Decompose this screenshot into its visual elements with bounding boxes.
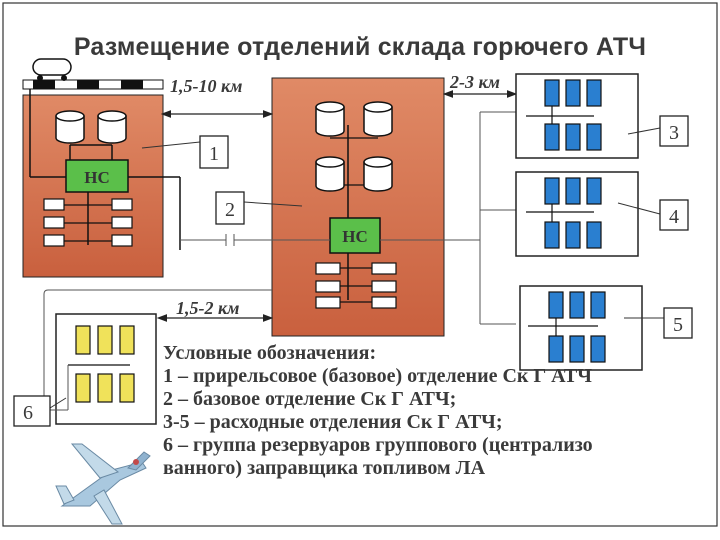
callout-label-3: 3	[669, 122, 679, 144]
callout-2: 2	[215, 191, 303, 225]
legend-item: 2 – базовое отделение Ск Г АТЧ;	[163, 388, 457, 410]
depot-5	[519, 285, 643, 371]
fuel-tank-icon	[97, 110, 127, 144]
legend-item: 3-5 – расходные отделения Ск Г АТЧ;	[163, 411, 503, 433]
refueler-group-6	[48, 313, 157, 425]
depot-3	[515, 73, 639, 159]
callout-4: 4	[617, 199, 689, 231]
tank-group	[544, 79, 602, 151]
callout-label-4: 4	[669, 206, 679, 228]
depot-2: НС	[271, 77, 445, 337]
fuel-tank-icon	[55, 110, 85, 144]
pump-station-2: НС	[329, 217, 381, 254]
legend-heading: Условные обозначения:	[163, 342, 377, 364]
fuel-tank-icon	[315, 156, 345, 192]
callout-3: 3	[627, 115, 689, 147]
callout-label-2: 2	[225, 199, 235, 221]
slide-frame	[2, 2, 718, 527]
small-tank-group	[43, 198, 133, 247]
distance-label-3: 1,5-2 км	[176, 298, 239, 318]
pump-station-label: НС	[342, 227, 368, 246]
depot-4	[515, 171, 639, 257]
aircraft-icon	[55, 443, 151, 525]
callout-label-5: 5	[673, 314, 683, 336]
rail-tank-car-icon	[32, 58, 72, 81]
tank-group	[75, 325, 135, 403]
legend: Условные обозначения: 1 – прирельсовое (…	[163, 342, 593, 480]
slide-title: Размещение отделений склада горючего АТЧ	[73, 33, 647, 61]
callout-6: 6	[13, 395, 67, 427]
callout-label-6: 6	[23, 402, 33, 424]
legend-item: 6 – группа резервуаров группового (центр…	[163, 434, 593, 456]
railway	[22, 79, 164, 90]
callout-1: 1	[141, 135, 229, 169]
small-tank-group	[315, 262, 397, 309]
distance-label-2: 2-3 км	[449, 72, 500, 92]
legend-item: ванного) заправщика топливом ЛА	[163, 457, 486, 479]
distance-arrows	[156, 90, 518, 322]
tank-group	[548, 291, 606, 363]
pipelines	[43, 111, 516, 410]
fuel-tank-icon	[315, 101, 345, 137]
tank-group	[544, 177, 602, 249]
callout-label-1: 1	[209, 143, 219, 165]
pump-station-label: НС	[84, 168, 110, 187]
distance-label-1: 1,5-10 км	[170, 76, 242, 96]
depot-1: НС	[22, 89, 181, 278]
callout-5: 5	[624, 307, 693, 339]
legend-item: 1 – прирельсовое (базовое) отделение Ск …	[163, 365, 592, 387]
fuel-tank-icon	[363, 101, 393, 137]
fuel-tank-icon	[363, 156, 393, 192]
pump-station-1: НС	[65, 159, 129, 193]
